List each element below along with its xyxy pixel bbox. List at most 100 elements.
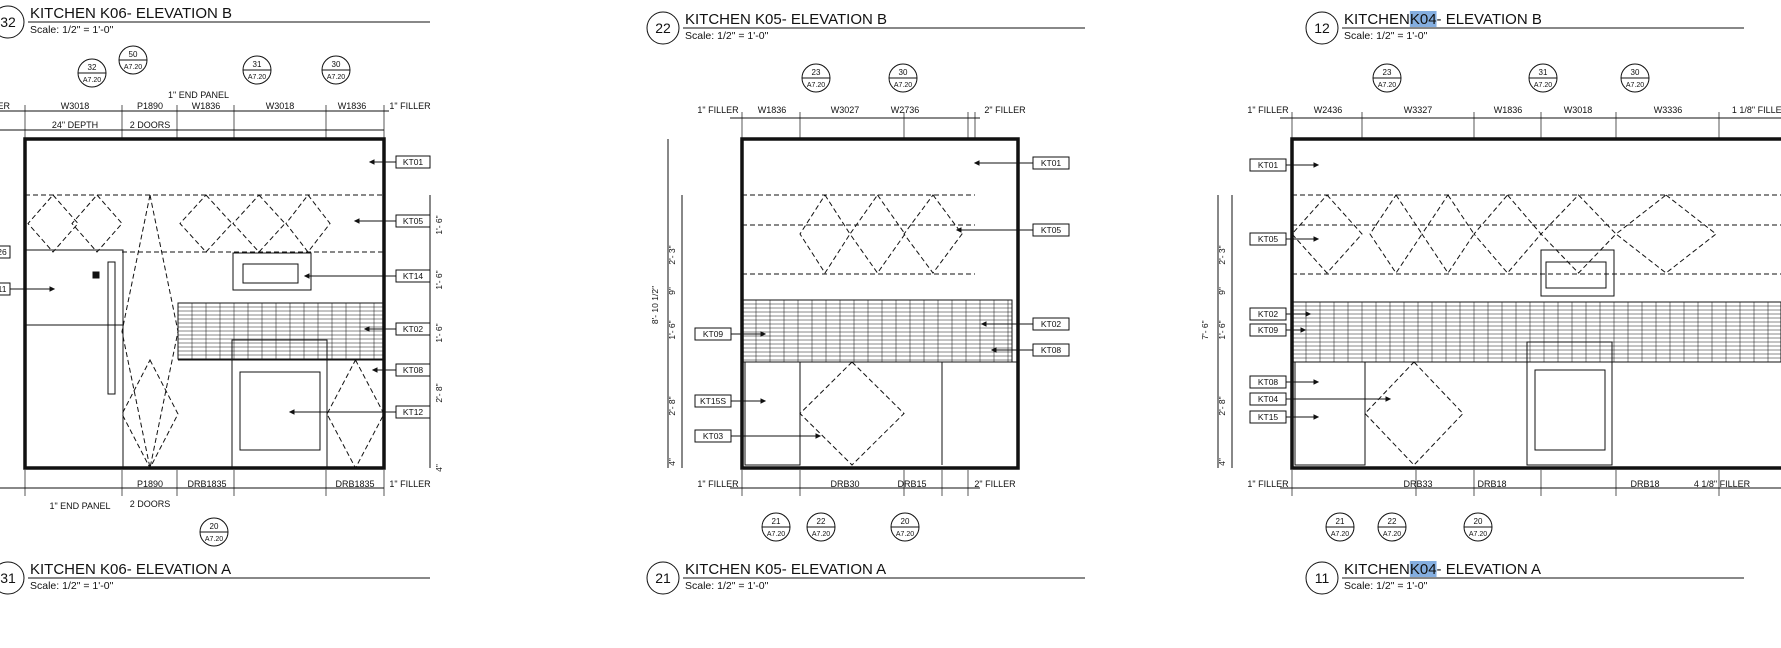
finish-tag: KT01: [368, 155, 431, 169]
view-number-circle: [646, 561, 680, 595]
finish-tag-label: KT08: [403, 365, 424, 375]
finish-tag-label: 26: [0, 247, 7, 257]
finish-tag: KT08: [371, 363, 431, 377]
finish-tag-label: KT05: [403, 216, 424, 226]
bubble-number: 22: [817, 517, 826, 526]
finish-tag: KT05: [955, 223, 1070, 237]
dimension-label: DRB18: [1630, 479, 1659, 489]
view-title-suffix: - ELEVATION B: [1437, 11, 1542, 28]
vertical-dimension: 4": [434, 464, 444, 472]
finish-tag-label: KT05: [1258, 234, 1279, 244]
finish-tag-label: KT02: [403, 324, 424, 334]
finish-tag-label: KT09: [703, 329, 724, 339]
vertical-dimension: 1'- 6": [667, 320, 677, 339]
view-number: 22: [655, 20, 671, 36]
dimension-label: 1" FILLER: [389, 101, 431, 111]
finish-tag-label: 11: [0, 284, 7, 294]
finish-tag: KT15: [1249, 410, 1320, 424]
dimension-label: P1890: [137, 479, 163, 489]
bubble-sheet-ref: A7.20: [896, 531, 914, 538]
bubble-number: 30: [332, 60, 341, 69]
dimension-label: 1" FILLER: [1247, 479, 1289, 489]
view-number-circle: [0, 5, 25, 39]
finish-tag: KT09: [694, 327, 767, 341]
view-title-text: KITCHEN: [1344, 11, 1410, 28]
bubble-number: 30: [1631, 68, 1640, 77]
view-title-suffix: - ELEVATION A: [127, 561, 231, 578]
bubble-number: 31: [253, 60, 262, 69]
view-number: 11: [1315, 570, 1330, 586]
view-scale: Scale: 1/2" = 1'-0": [30, 24, 114, 36]
bubble-sheet-ref: A7.20: [327, 74, 345, 81]
view-scale: Scale: 1/2" = 1'-0": [1344, 30, 1428, 42]
finish-tag: KT14: [303, 269, 431, 283]
dimension-label: 1 1/8" FILLER: [1732, 105, 1781, 115]
view-number-circle: [646, 11, 680, 45]
finish-tag: KT12: [288, 405, 431, 419]
bubble-sheet-ref: A7.20: [83, 77, 101, 84]
bubble-sheet-ref: A7.20: [248, 74, 266, 81]
overall-height: 7'- 6": [1200, 320, 1210, 339]
bubble-sheet-ref: A7.20: [1626, 82, 1644, 89]
view-number: 32: [0, 14, 16, 30]
finish-tag-label: KT01: [1258, 160, 1279, 170]
dimension-label: W2736: [891, 105, 920, 115]
finish-tag-label: KT14: [403, 271, 424, 281]
dimension-label: 2" FILLER: [974, 479, 1016, 489]
finish-tag-label: KT08: [1041, 345, 1062, 355]
finish-tag: 11: [0, 282, 56, 296]
finish-tag-label: KT08: [1258, 377, 1279, 387]
backsplash-tile: [1291, 301, 1781, 363]
annotation: 2 DOORS: [130, 499, 171, 509]
annotation: 1" END PANEL: [49, 501, 110, 511]
view-scale: Scale: 1/2" = 1'-0": [685, 30, 769, 42]
bubble-sheet-ref: A7.20: [1378, 82, 1396, 89]
finish-tag-label: KT15S: [700, 396, 726, 406]
overall-height: 8'- 10 1/2": [650, 286, 660, 324]
finish-tag: 26: [0, 245, 11, 259]
view-number: 12: [1314, 20, 1330, 36]
bubble-sheet-ref: A7.20: [1383, 531, 1401, 538]
annotation: 2 DOORS: [130, 120, 171, 130]
view-number-circle: [1305, 11, 1339, 45]
bubble-number: 30: [899, 68, 908, 77]
finish-tag-label: KT05: [1041, 225, 1062, 235]
bubble-sheet-ref: A7.20: [1534, 82, 1552, 89]
dimension-label: 1" FILLER: [1247, 105, 1289, 115]
bubble-number: 22: [1388, 517, 1397, 526]
vertical-dimension: 9": [1217, 287, 1227, 295]
bubble-sheet-ref: A7.20: [205, 536, 223, 543]
finish-tag: KT02: [363, 322, 431, 336]
dimension-label: 2" FILLER: [984, 105, 1026, 115]
dimension-label: DRB1835: [187, 479, 226, 489]
dimension-label: W3018: [266, 101, 295, 111]
finish-tag: KT03: [694, 429, 822, 443]
view-title-suffix: - ELEVATION B: [782, 11, 887, 28]
finish-tag-label: KT03: [703, 431, 724, 441]
bubble-sheet-ref: A7.20: [124, 64, 142, 71]
bubble-number: 20: [1474, 517, 1483, 526]
dimension-label: W1836: [192, 101, 221, 111]
dimension-label: P1890: [137, 101, 163, 111]
finish-tag: KT05: [353, 214, 431, 228]
vertical-dimension: 9": [667, 287, 677, 295]
dimension-label: DRB33: [1403, 479, 1432, 489]
bubble-number: 50: [129, 50, 138, 59]
